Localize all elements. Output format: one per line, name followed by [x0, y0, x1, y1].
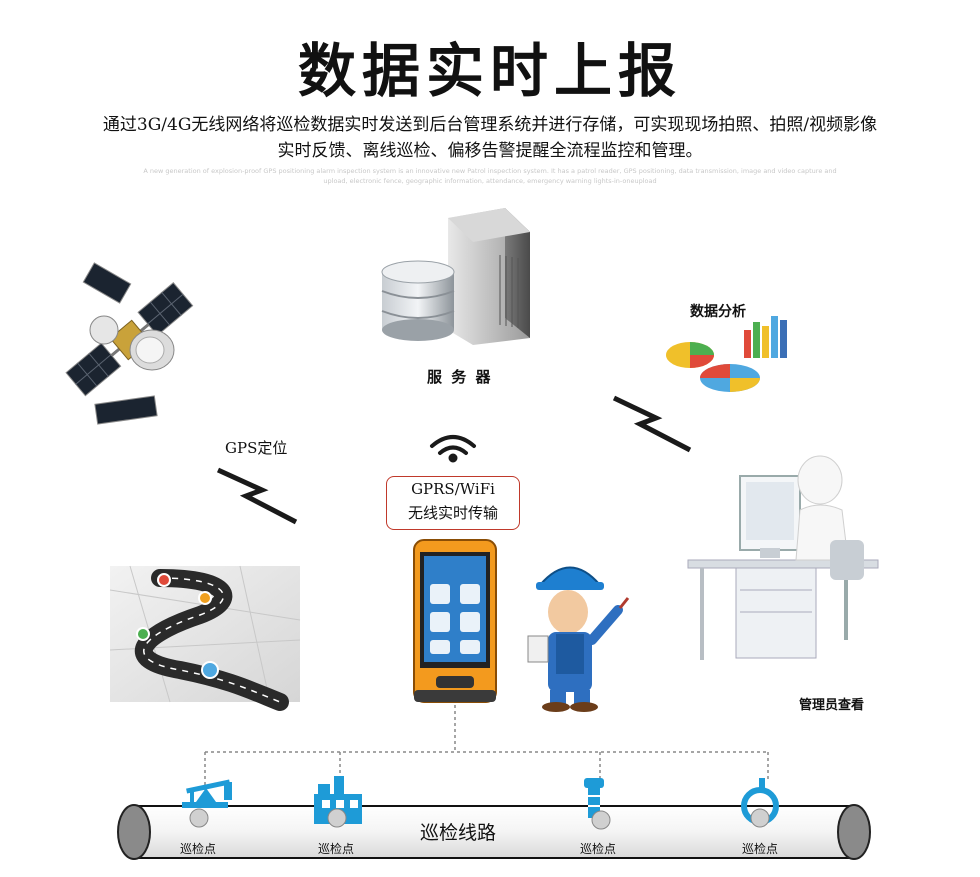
tower-icon [584, 778, 611, 830]
transmission-line-1: GPRS/WiFi [411, 480, 495, 498]
factory-icon [314, 776, 362, 828]
satellite-icon [65, 262, 194, 425]
admin-workstation-icon [687, 455, 879, 660]
lightning-bolt-left [216, 467, 298, 525]
checkpoint-label-3: 巡检点 [580, 842, 617, 856]
server-label: 服 务 器 [427, 368, 493, 386]
description: 通过3G/4G无线网络将巡检数据实时发送到后台管理系统并进行存储，可实现现场拍照… [10, 112, 970, 164]
subnote-line-1: A new generation of explosion-proof GPS … [143, 167, 837, 175]
description-line-1: 通过3G/4G无线网络将巡检数据实时发送到后台管理系统并进行存储，可实现现场拍照… [102, 115, 878, 135]
admin-label: 管理员查看 [799, 698, 865, 713]
inspector-worker-icon [527, 566, 630, 712]
route-connector-lines [204, 705, 769, 790]
lightning-bolt-right [612, 395, 692, 453]
route-map-icon [109, 565, 301, 711]
valve-icon [741, 778, 779, 828]
inspection-pipe [117, 804, 871, 860]
data-analysis-label: 数据分析 [690, 304, 746, 320]
gps-label: GPS定位 [225, 439, 288, 457]
server-icon [448, 208, 530, 345]
subnote-line-2: upload, electronic fence, geographic inf… [323, 177, 657, 185]
transmission-label-box: GPRS/WiFi 无线实时传输 [386, 476, 520, 530]
data-analysis-icon [666, 316, 787, 392]
checkpoint-label-1: 巡检点 [180, 842, 217, 856]
transmission-line-2: 无线实时传输 [407, 504, 498, 522]
handheld-terminal-icon [413, 539, 497, 703]
route-label: 巡检线路 [420, 822, 497, 844]
description-line-2: 实时反馈、离线巡检、偏移告警提醒全流程监控和管理。 [277, 141, 703, 161]
checkpoint-label-2: 巡检点 [318, 842, 355, 856]
english-subnote: A new generation of explosion-proof GPS … [120, 166, 860, 186]
page-title: 数据实时上报 [297, 37, 682, 105]
wifi-icon [430, 435, 476, 463]
database-icon [381, 260, 455, 341]
pumpjack-icon [182, 779, 232, 828]
checkpoint-label-4: 巡检点 [742, 842, 779, 856]
